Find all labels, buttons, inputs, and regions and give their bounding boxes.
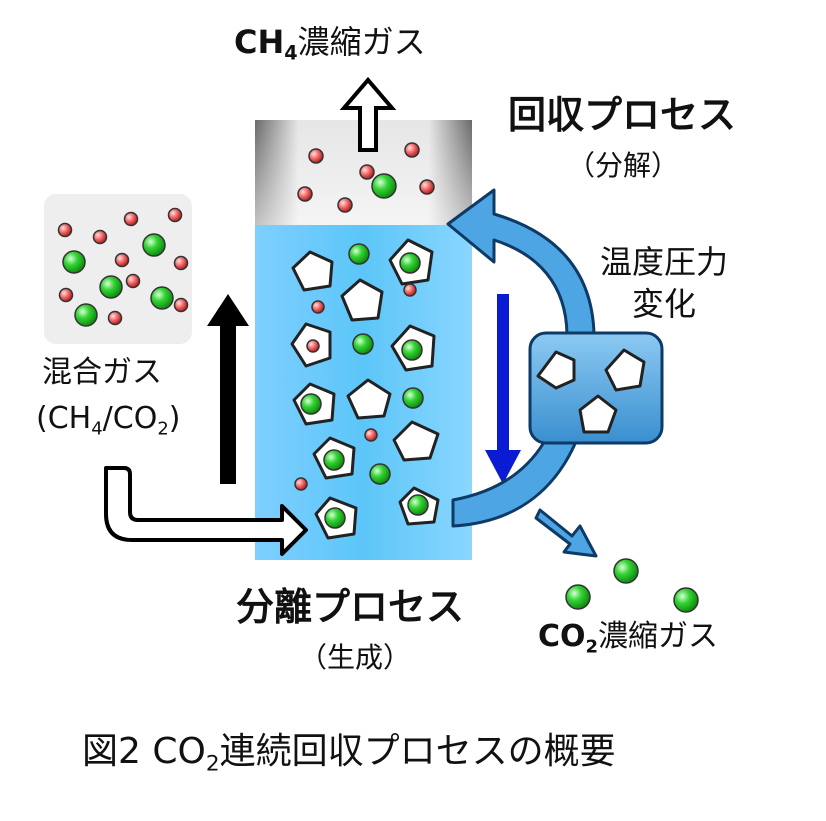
mixed-formula-part1: (CH bbox=[36, 401, 92, 436]
downflow-arrow bbox=[485, 294, 521, 484]
separation-detail-label: （生成） bbox=[299, 641, 412, 674]
co2-sub: 2 bbox=[585, 636, 599, 658]
mixed-formula-sub1: 4 bbox=[91, 418, 103, 440]
temp-pressure-label-1: 温度圧力 bbox=[600, 243, 729, 281]
recovery-detail-label: （分解） bbox=[567, 149, 680, 182]
caption-sub: 2 bbox=[205, 751, 220, 777]
co2-suffix: 濃縮ガス bbox=[598, 619, 719, 654]
caption-prefix: 図2 CO bbox=[82, 731, 206, 772]
mixed-formula-sub2: 2 bbox=[157, 418, 169, 440]
hydrate-cage bbox=[536, 348, 646, 434]
separation-process-label: 分離プロセス bbox=[236, 585, 465, 629]
co2-concentrated-gas-label: CO2濃縮ガス bbox=[538, 619, 719, 656]
ch4-suffix: 濃縮ガス bbox=[297, 23, 426, 61]
co2-output-molecules bbox=[565, 558, 699, 613]
ch4-prefix: CH bbox=[234, 23, 285, 61]
co2-outlet-arrow bbox=[534, 508, 598, 558]
inlet-arrow bbox=[104, 466, 308, 556]
recovery-process-label: 回収プロセス bbox=[508, 93, 737, 137]
mixed-gas-label: 混合ガス bbox=[42, 355, 162, 390]
figure-caption: 図2 CO2連続回収プロセスの概要 bbox=[82, 731, 616, 775]
mixed-formula-part2: /CO bbox=[102, 401, 158, 436]
headspace-molecules bbox=[297, 142, 435, 213]
temp-pressure-label-2: 変化 bbox=[632, 285, 697, 323]
ch4-sub: 4 bbox=[284, 41, 298, 65]
mixed-formula-part3: ) bbox=[168, 401, 181, 436]
mixed-gas-formula: (CH4/CO2) bbox=[36, 401, 181, 438]
ch4-outlet-arrow bbox=[339, 76, 397, 152]
upflow-arrow bbox=[207, 294, 249, 484]
caption-suffix: 連続回収プロセスの概要 bbox=[219, 731, 616, 772]
liquid-molecules bbox=[294, 243, 429, 529]
mixed-gas-molecules bbox=[57, 207, 189, 327]
ch4-concentrated-gas-label: CH4濃縮ガス bbox=[234, 23, 426, 63]
co2-prefix: CO bbox=[538, 619, 586, 654]
